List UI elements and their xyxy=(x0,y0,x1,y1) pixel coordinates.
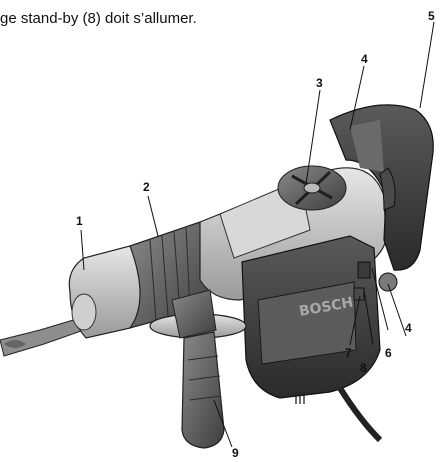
callout-6: 6 xyxy=(385,346,392,360)
tool-holder-chuck xyxy=(68,245,151,339)
callout-4-right: 4 xyxy=(405,321,412,335)
callout-1: 1 xyxy=(76,214,83,228)
callout-leader-lines xyxy=(80,21,435,448)
instruction-text-fragment: ge stand-by (8) doit s’allumer. xyxy=(0,10,197,27)
callout-2: 2 xyxy=(143,180,150,194)
auxiliary-handle xyxy=(149,289,247,449)
motor-housing: BOSCH xyxy=(241,235,398,443)
callout-3: 3 xyxy=(316,76,323,90)
callout-4-top: 4 xyxy=(361,52,368,66)
callout-5: 5 xyxy=(428,9,435,23)
callout-8: 8 xyxy=(360,361,367,375)
drill-bit xyxy=(0,317,85,357)
rear-handle xyxy=(329,104,434,271)
callout-7: 7 xyxy=(345,346,352,360)
callout-9: 9 xyxy=(232,446,239,460)
